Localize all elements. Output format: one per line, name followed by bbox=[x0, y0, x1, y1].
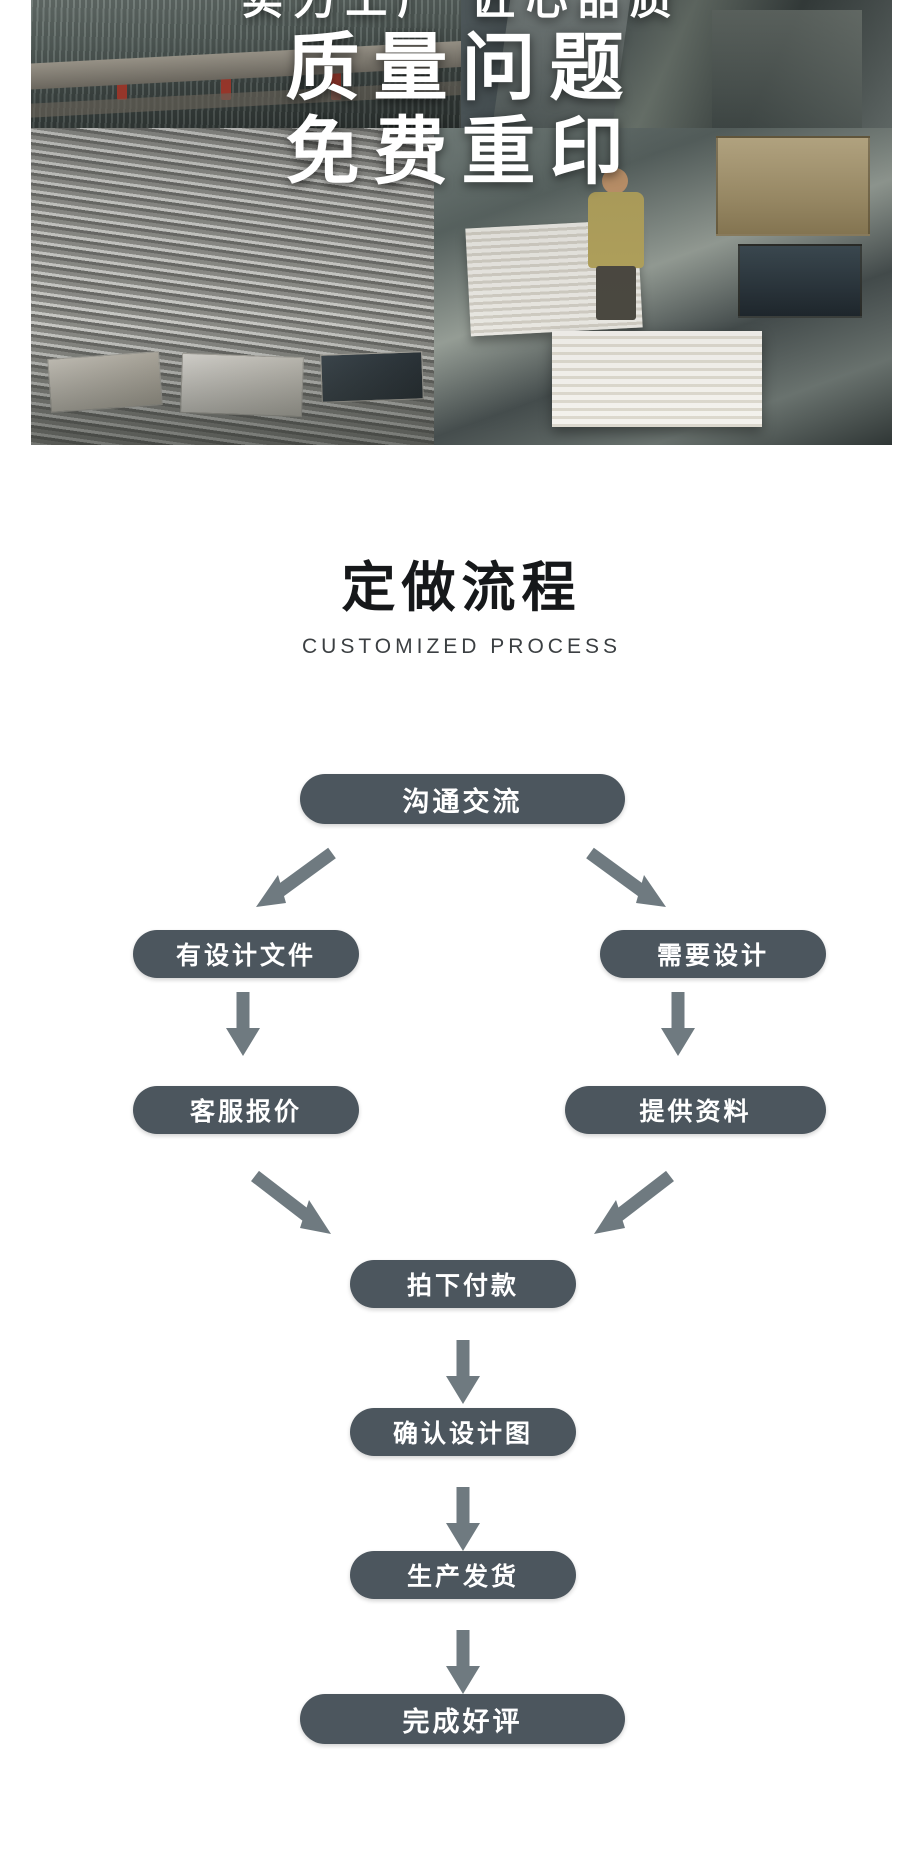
arrow-communicate-to-need-design bbox=[580, 845, 670, 910]
arrow-provide-material-to-order-payment bbox=[590, 1168, 680, 1238]
arrow-communicate-to-has-design-file bbox=[252, 845, 342, 910]
flow-node-confirm-design[interactable]: 确认设计图 bbox=[350, 1408, 576, 1456]
section-heading: 定做流程 CUSTOMIZED PROCESS bbox=[0, 555, 923, 659]
banner-line-2: 质量问题 bbox=[285, 25, 638, 111]
hero-banner: 实力工厂 匠心品质 质量问题 免费重印 bbox=[31, 0, 892, 445]
printing-plates-photo bbox=[31, 0, 461, 128]
flow-node-label: 确认设计图 bbox=[392, 1419, 533, 1448]
arrow-need-design-to-provide-material bbox=[655, 992, 701, 1058]
flow-node-order-payment[interactable]: 拍下付款 bbox=[350, 1260, 576, 1308]
flow-node-produce-ship[interactable]: 生产发货 bbox=[350, 1551, 576, 1599]
flow-node-label: 生产发货 bbox=[406, 1562, 519, 1591]
arrow-produce-ship-to-complete-review bbox=[440, 1630, 486, 1696]
flow-node-service-quote[interactable]: 客服报价 bbox=[133, 1086, 359, 1134]
flow-node-label: 客服报价 bbox=[189, 1097, 302, 1126]
flow-node-has-design-file[interactable]: 有设计文件 bbox=[133, 930, 359, 978]
arrow-confirm-design-to-produce-ship bbox=[440, 1487, 486, 1553]
arrow-order-payment-to-confirm-design bbox=[440, 1340, 486, 1406]
printed-sheets-stack-photo bbox=[31, 128, 434, 445]
section-title: 定做流程 bbox=[341, 556, 582, 619]
flow-node-label: 完成好评 bbox=[402, 1706, 523, 1738]
flow-node-label: 需要设计 bbox=[656, 941, 769, 970]
arrow-has-design-file-to-service-quote bbox=[220, 992, 266, 1058]
banner-gradient-overlay bbox=[31, 0, 892, 445]
banner-text-block: 实力工厂 匠心品质 质量问题 免费重印 bbox=[31, 0, 892, 194]
printing-press-photo bbox=[461, 0, 892, 128]
flow-node-communicate[interactable]: 沟通交流 bbox=[300, 774, 625, 824]
arrow-service-quote-to-order-payment bbox=[245, 1168, 335, 1238]
flow-node-label: 沟通交流 bbox=[402, 786, 523, 818]
flow-node-complete-review[interactable]: 完成好评 bbox=[300, 1694, 625, 1744]
flow-node-label: 提供资料 bbox=[639, 1097, 752, 1126]
flow-node-need-design[interactable]: 需要设计 bbox=[600, 930, 826, 978]
flow-node-provide-material[interactable]: 提供资料 bbox=[565, 1086, 826, 1134]
banner-line-1: 实力工厂 匠心品质 bbox=[31, 0, 892, 26]
flow-node-label: 拍下付款 bbox=[406, 1271, 519, 1300]
flow-node-label: 有设计文件 bbox=[175, 941, 316, 970]
section-subtitle: CUSTOMIZED PROCESS bbox=[302, 635, 621, 658]
warehouse-worker-photo bbox=[434, 128, 892, 445]
banner-line-3: 免费重印 bbox=[285, 109, 638, 195]
